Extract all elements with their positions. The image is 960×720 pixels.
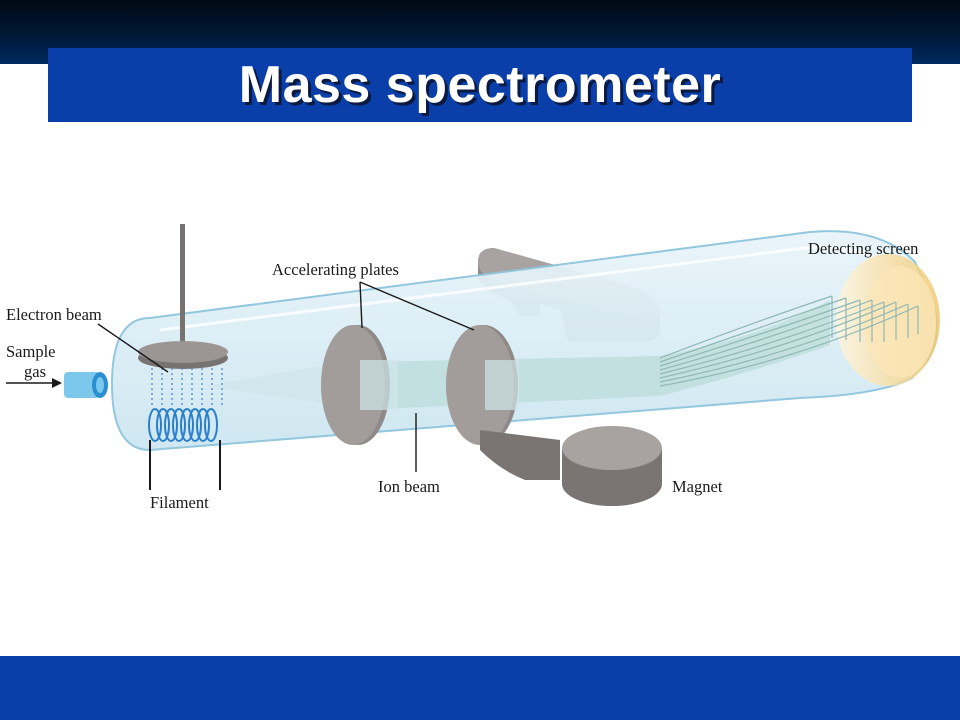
magnet-bottom [480, 426, 662, 506]
label-ion-beam: Ion beam [378, 477, 440, 496]
filament-coil [148, 408, 218, 442]
sample-gas-inlet [64, 372, 108, 398]
accelerating-plate-1 [321, 325, 398, 445]
label-sample: Sample [6, 342, 56, 361]
label-electron-beam: Electron beam [6, 305, 102, 324]
sample-gas-arrow [6, 378, 62, 388]
filament-leads [149, 440, 221, 490]
accelerating-plate-2 [446, 325, 519, 445]
label-magnet: Magnet [672, 477, 723, 496]
label-accelerating-plates: Accelerating plates [272, 260, 399, 279]
bottom-bar [0, 656, 960, 720]
title-banner: Mass spectrometer [48, 48, 912, 122]
mass-spectrometer-diagram: Detecting screen Accelerating plates Ele… [6, 224, 940, 512]
detecting-screen [836, 254, 940, 386]
label-filament: Filament [150, 493, 209, 512]
slide-title: Mass spectrometer [238, 56, 722, 114]
leader-lines [97, 281, 475, 472]
label-detecting-screen: Detecting screen [808, 239, 918, 258]
electron-gun [138, 224, 228, 369]
label-gas: gas [24, 362, 46, 381]
electron-beam-lines [151, 368, 223, 406]
